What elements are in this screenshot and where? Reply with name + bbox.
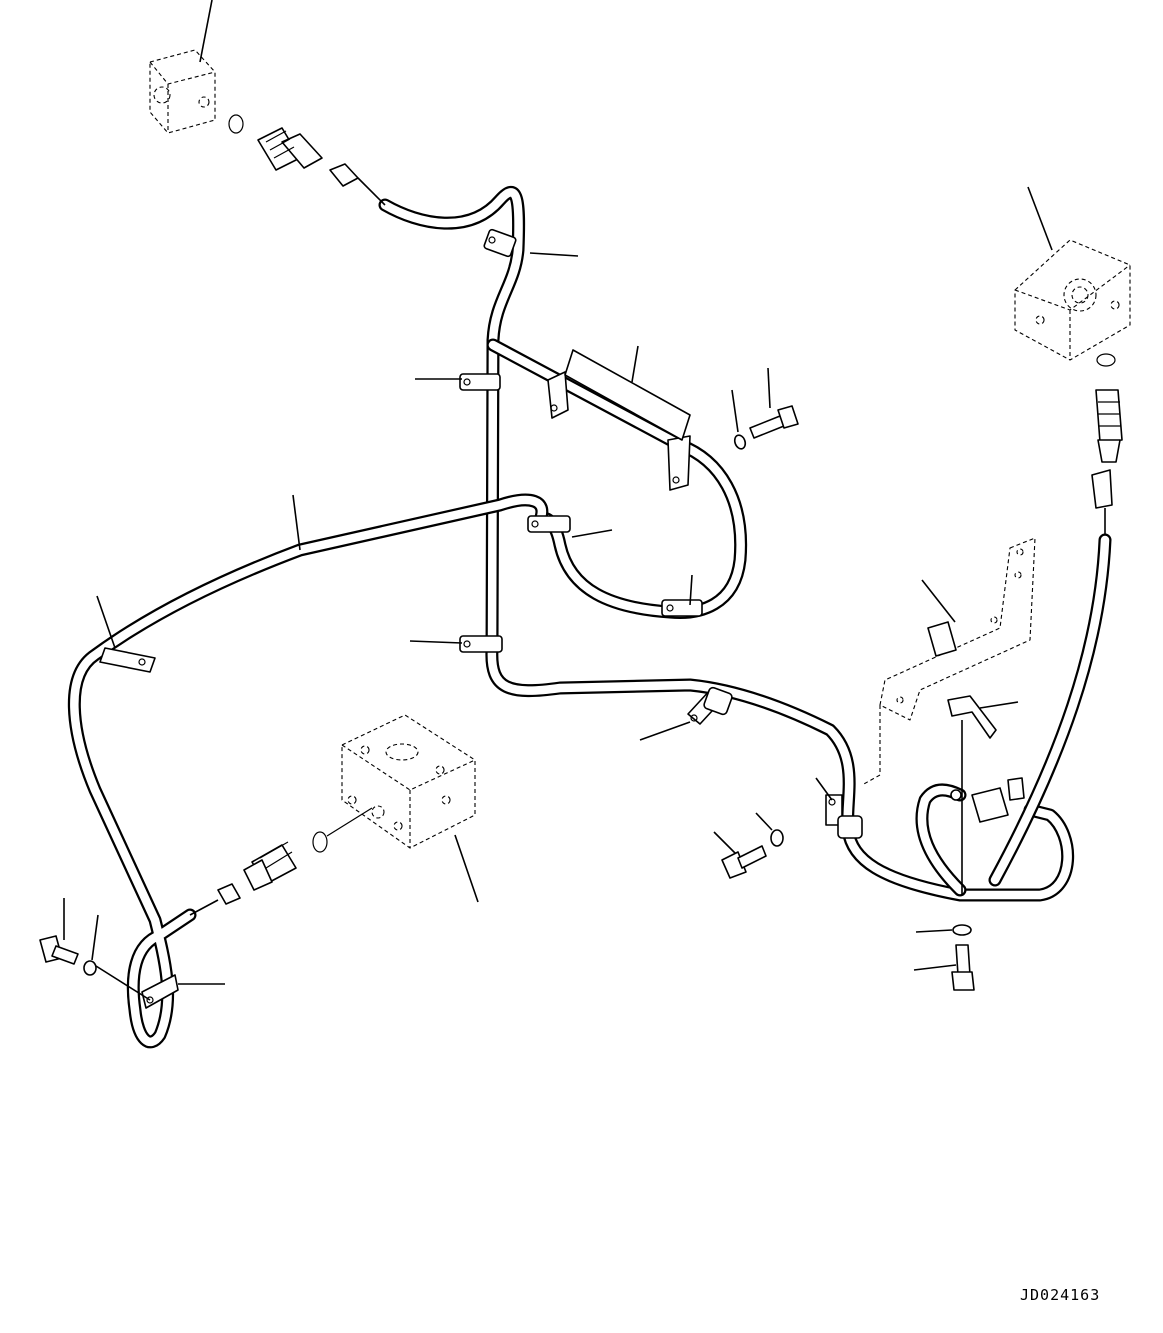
o-ring-icon bbox=[228, 114, 244, 134]
leader-line bbox=[199, 0, 213, 63]
washer-icon bbox=[770, 829, 784, 847]
washer-icon bbox=[83, 960, 97, 976]
clamp-icon bbox=[661, 599, 703, 617]
pressure-switch-icon bbox=[1095, 389, 1123, 463]
bolt-icon bbox=[721, 845, 767, 879]
clamp-icon bbox=[459, 373, 501, 391]
pressure-switch-icon bbox=[243, 841, 297, 891]
clamp-icon bbox=[547, 371, 569, 419]
bolt-icon bbox=[39, 935, 79, 965]
fasteners bbox=[39, 405, 975, 991]
valve-block-icon bbox=[341, 714, 476, 849]
clamps bbox=[99, 228, 863, 1009]
leader-line bbox=[1027, 186, 1053, 251]
drawing-id: JD024163 bbox=[1020, 1286, 1101, 1304]
upper-left-valve-assembly bbox=[149, 0, 386, 206]
o-ring-icon bbox=[1096, 353, 1116, 367]
clamp-icon bbox=[141, 974, 179, 1009]
harness-top-branch bbox=[378, 186, 526, 657]
connector-icon bbox=[1091, 469, 1113, 509]
harness-sleeve bbox=[837, 815, 863, 839]
clamp-icon bbox=[99, 647, 156, 673]
washer-icon bbox=[733, 434, 747, 450]
pressure-switch-icon bbox=[257, 127, 323, 171]
center-valve-assembly bbox=[189, 714, 479, 916]
wiring-harness bbox=[67, 186, 1112, 1049]
harness-sleeve bbox=[703, 686, 733, 716]
bolt-icon bbox=[749, 405, 799, 439]
leader-line bbox=[454, 834, 479, 903]
o-ring-icon bbox=[312, 831, 328, 853]
right-valve-assembly bbox=[1014, 186, 1131, 535]
clamp-icon bbox=[527, 515, 571, 533]
clamp-icon bbox=[483, 228, 517, 258]
bolt-icon bbox=[951, 944, 975, 991]
leader-lines bbox=[63, 252, 1019, 1001]
washer-icon bbox=[952, 924, 972, 936]
connector-icon bbox=[217, 883, 241, 905]
valve-block-icon bbox=[149, 49, 216, 134]
clamp-icon bbox=[459, 635, 503, 653]
label-plate bbox=[564, 349, 691, 441]
clamp-icon bbox=[667, 435, 691, 491]
connector-icon bbox=[329, 163, 359, 187]
bracket-icon bbox=[861, 537, 1036, 895]
valve-block-icon bbox=[1014, 239, 1131, 361]
